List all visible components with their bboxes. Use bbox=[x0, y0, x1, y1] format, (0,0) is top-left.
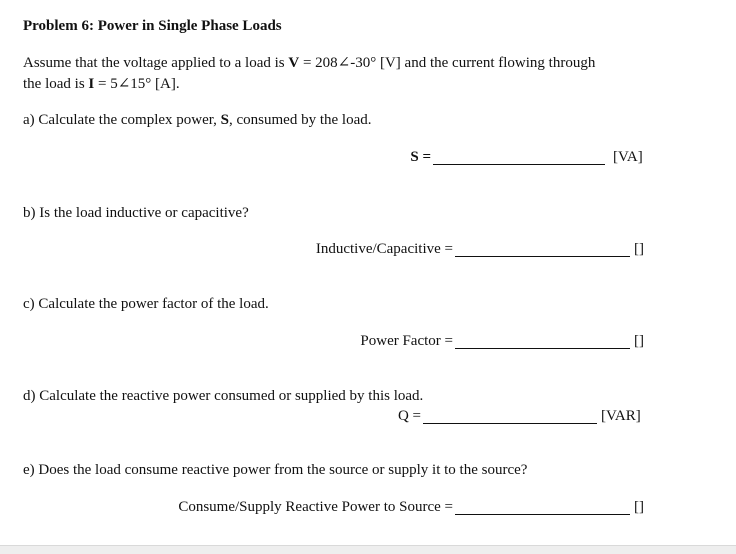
answer-b-blank[interactable] bbox=[455, 256, 630, 257]
problem-title: Problem 6: Power in Single Phase Loads bbox=[23, 18, 282, 34]
intro-line-1: Assume that the voltage applied to a loa… bbox=[23, 53, 595, 73]
voltage-symbol: V bbox=[288, 55, 300, 71]
question-a-text-end: , consumed by the load. bbox=[229, 112, 372, 128]
current-symbol: I bbox=[88, 76, 95, 92]
answer-d-blank[interactable] bbox=[423, 423, 597, 424]
intro-text: Assume that the voltage applied to a loa… bbox=[23, 55, 289, 71]
question-e: e) Does the load consume reactive power … bbox=[23, 462, 528, 478]
question-a: a) Calculate the complex power, S, consu… bbox=[23, 110, 371, 130]
answer-b-label: Inductive/Capacitive = bbox=[315, 241, 453, 257]
answer-c-unit: [] bbox=[634, 333, 644, 349]
intro-text: the load is bbox=[23, 76, 89, 92]
answer-c-blank[interactable] bbox=[455, 348, 630, 349]
answer-e-unit: [] bbox=[634, 499, 644, 515]
answer-d-unit: [VAR] bbox=[601, 408, 641, 424]
complex-power-symbol: S bbox=[220, 112, 229, 128]
question-c: c) Calculate the power factor of the loa… bbox=[23, 296, 269, 312]
answer-c-label: Power Factor = bbox=[360, 333, 453, 349]
answer-e-blank[interactable] bbox=[455, 514, 630, 515]
question-d: d) Calculate the reactive power consumed… bbox=[23, 388, 424, 404]
question-b: b) Is the load inductive or capacitive? bbox=[23, 205, 249, 221]
answer-a-blank[interactable] bbox=[433, 164, 605, 165]
voltage-value: = 208∠-30° [V] and the current flowing t… bbox=[299, 55, 596, 71]
answer-a-label: S = bbox=[410, 149, 431, 165]
answer-b-unit: [] bbox=[634, 241, 644, 257]
current-value: = 5∠15° [A]. bbox=[94, 76, 180, 92]
bottom-scroll-bar bbox=[0, 545, 736, 554]
answer-e-label: Consume/Supply Reactive Power to Source … bbox=[178, 499, 453, 515]
question-a-text: a) Calculate the complex power, bbox=[23, 112, 221, 128]
answer-a-unit: [VA] bbox=[613, 149, 643, 165]
intro-line-2: the load is I = 5∠15° [A]. bbox=[23, 74, 180, 94]
answer-d-label: Q = bbox=[397, 408, 421, 424]
